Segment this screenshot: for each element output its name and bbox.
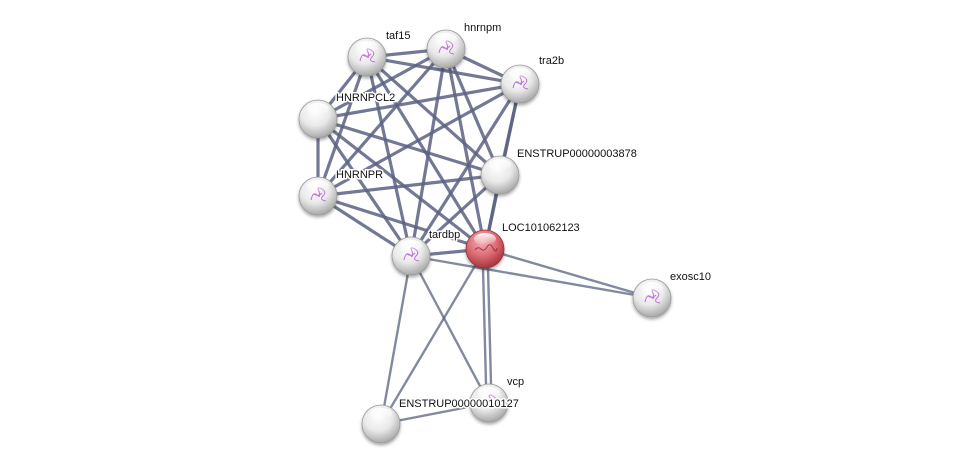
protein-structure-icon xyxy=(474,244,498,252)
node-highlight xyxy=(307,103,329,115)
node-LOC101062123[interactable] xyxy=(465,229,505,269)
node-highlight xyxy=(509,68,531,80)
edge-tardbp-vcp[interactable] xyxy=(409,254,491,405)
edge-HNRNPR-LOC101062123[interactable] xyxy=(316,194,487,251)
node-label-tra2b: tra2b xyxy=(539,55,564,67)
edge-HNRNPR-ENSTRUP00000003878[interactable] xyxy=(316,173,502,198)
node-HNRNPR[interactable] xyxy=(298,176,338,216)
edge-tardbp-exosc10[interactable] xyxy=(409,254,654,300)
edge-HNRNPCL2-LOC101062123[interactable] xyxy=(316,117,487,251)
node-highlight xyxy=(400,240,422,252)
node-highlight xyxy=(478,387,500,399)
node-layer: taf15 hnrnpm tra2bHNRNPCL2ENSTRUP000000038… xyxy=(298,21,712,444)
node-HNRNPCL2[interactable] xyxy=(298,99,338,139)
edge-hnrnpm-ENSTRUP00000003878[interactable] xyxy=(444,47,502,177)
node-label-HNRNPCL2: HNRNPCL2 xyxy=(336,92,395,104)
edge-LOC101062123-exosc10[interactable] xyxy=(483,247,654,300)
edge-hnrnpm-LOC101062123[interactable] xyxy=(444,47,487,251)
node-highlight xyxy=(474,233,496,245)
node-vcp[interactable] xyxy=(469,383,509,423)
edge-LOC101062123-vcp[interactable] xyxy=(481,247,488,405)
node-highlight xyxy=(435,33,457,45)
node-exosc10[interactable] xyxy=(632,278,672,318)
node-highlight xyxy=(641,282,663,294)
node-ENSTRUP00000003878[interactable] xyxy=(480,155,520,195)
node-highlight xyxy=(356,41,378,53)
node-taf15[interactable] xyxy=(347,37,387,77)
node-tra2b[interactable] xyxy=(500,64,540,104)
edge-tardbp-ENSTRUP00000010127[interactable] xyxy=(379,254,413,426)
edge-hnrnpm-HNRNPR[interactable] xyxy=(316,47,448,198)
edge-tra2b-HNRNPCL2[interactable] xyxy=(316,82,522,121)
node-tardbp[interactable] xyxy=(391,236,431,276)
edge-tra2b-HNRNPR[interactable] xyxy=(316,82,522,198)
node-label-LOC101062123: LOC101062123 xyxy=(502,222,580,234)
node-label-vcp: vcp xyxy=(507,376,524,388)
node-label-taf15: taf15 xyxy=(386,30,410,42)
edge-HNRNPCL2-tardbp[interactable] xyxy=(316,117,413,258)
node-label-ENSTRUP00000010127: ENSTRUP00000010127 xyxy=(399,398,519,410)
node-hnrnpm[interactable] xyxy=(426,29,466,69)
edge-tra2b-tardbp[interactable] xyxy=(409,82,522,258)
edge-hnrnpm-HNRNPCL2[interactable] xyxy=(316,47,448,121)
node-ENSTRUP00000010127[interactable] xyxy=(361,404,401,444)
node-label-HNRNPR: HNRNPR xyxy=(336,169,383,181)
edge-ENSTRUP00000003878-tardbp[interactable] xyxy=(409,173,502,258)
node-highlight xyxy=(307,180,329,192)
edge-LOC101062123-vcp[interactable] xyxy=(486,247,493,405)
node-highlight xyxy=(489,159,511,171)
node-label-hnrnpm: hnrnpm xyxy=(464,22,501,34)
node-label-exosc10: exosc10 xyxy=(670,271,711,283)
edge-LOC101062123-ENSTRUP00000010127[interactable] xyxy=(379,247,487,426)
node-highlight xyxy=(370,408,392,420)
node-label-tardbp: tardbp xyxy=(429,229,460,241)
edge-HNRNPCL2-ENSTRUP00000003878[interactable] xyxy=(316,117,502,177)
node-label-ENSTRUP00000003878: ENSTRUP00000003878 xyxy=(517,148,637,160)
